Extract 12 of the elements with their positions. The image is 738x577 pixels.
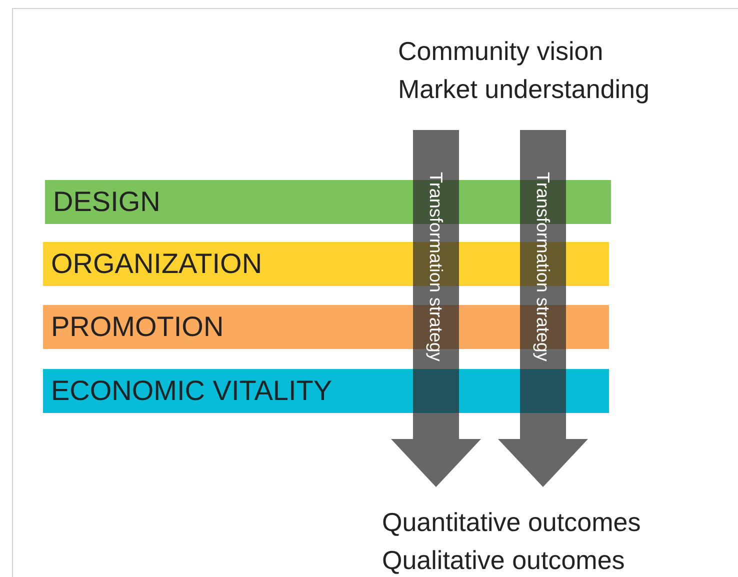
band-label: ORGANIZATION — [51, 250, 262, 278]
text-line: Market understanding — [398, 73, 650, 106]
text-line: Quantitative outcomes — [382, 506, 642, 539]
band-label: PROMOTION — [51, 313, 224, 341]
text-line: Qualitative outcomes — [382, 544, 626, 577]
edge-label: Transformation strategy — [425, 172, 447, 362]
edge-label: Transformation strategy — [532, 172, 554, 362]
band-label: DESIGN — [53, 188, 160, 216]
arrow — [498, 130, 588, 487]
text-line: Community vision — [398, 35, 604, 68]
band-label: ECONOMIC VITALITY — [51, 377, 332, 405]
arrow — [391, 130, 481, 487]
